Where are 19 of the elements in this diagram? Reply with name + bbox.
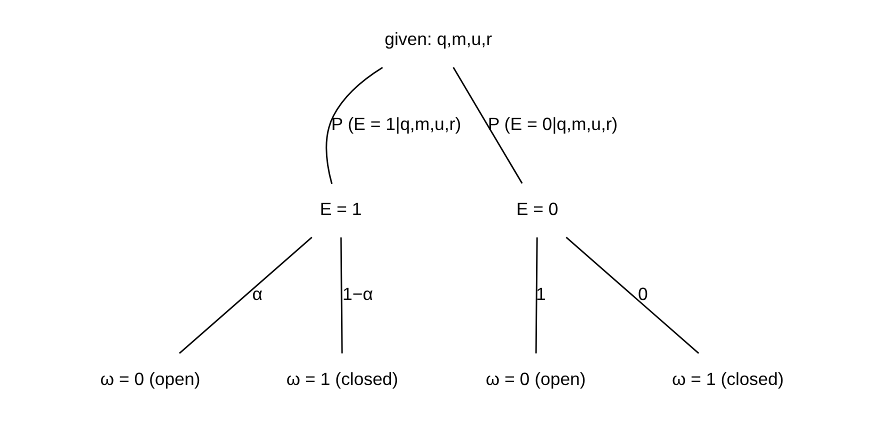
edge-label: 0 <box>638 284 648 304</box>
edge-label: P (E = 1|q,m,u,r) <box>331 114 462 134</box>
node-text: ω = 0 (open) <box>100 368 200 389</box>
node-text: E = 1 <box>320 199 362 220</box>
connector <box>566 236 700 354</box>
connector <box>535 237 538 354</box>
connector <box>452 67 523 184</box>
connector <box>340 237 343 354</box>
node-text: ω = 1 (closed) <box>286 368 398 389</box>
edge-label: 1 <box>536 284 546 304</box>
node-text: ω = 1 (closed) <box>672 368 784 389</box>
connector <box>326 66 383 184</box>
node-text: given: q,m,u,r <box>384 29 492 50</box>
node-text: E = 0 <box>516 199 558 220</box>
connector <box>178 236 312 354</box>
edge-label: 1−α <box>342 284 374 304</box>
edge-label: α <box>252 284 262 304</box>
node-text: ω = 0 (open) <box>486 368 586 389</box>
edge-label: P (E = 0|q,m,u,r) <box>488 114 618 134</box>
